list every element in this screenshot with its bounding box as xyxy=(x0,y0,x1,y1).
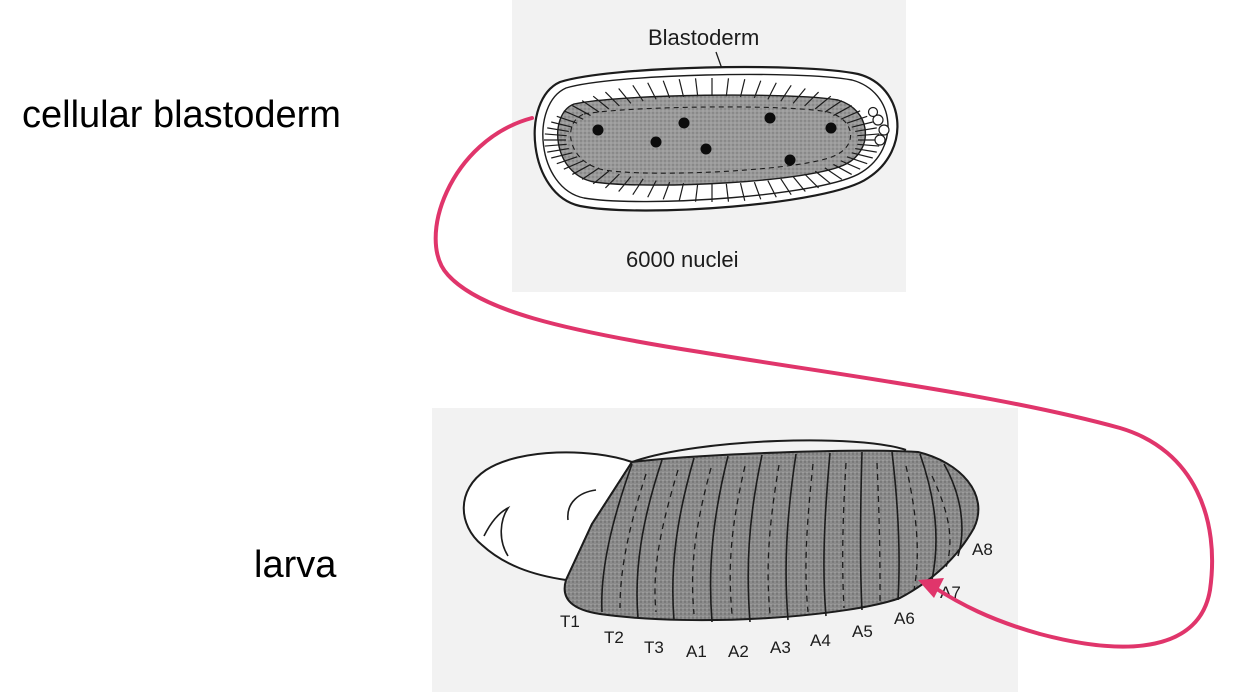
cell-wall xyxy=(824,167,843,180)
cell-wall xyxy=(739,79,746,97)
segment-midlines xyxy=(619,462,951,615)
cell-wall xyxy=(833,105,852,117)
cell-wall xyxy=(572,105,591,117)
cell-wall xyxy=(767,82,777,100)
cell-wall xyxy=(547,147,569,153)
cell-wall xyxy=(780,84,792,102)
cell-wall xyxy=(814,95,832,110)
cell-wall xyxy=(563,160,584,170)
pole-cells xyxy=(867,106,890,146)
cell-wall xyxy=(846,115,868,124)
segment-label-a7: A7 xyxy=(940,583,961,602)
segment-label-t2: T2 xyxy=(604,628,624,647)
segment-label-a1: A1 xyxy=(686,642,707,661)
cell-wall xyxy=(618,88,632,104)
cell-wall xyxy=(604,173,620,189)
cell-layer-outer xyxy=(542,73,889,203)
blastoderm-callout: Blastoderm xyxy=(648,25,759,50)
blastoderm-figure: Blastoderm 6000 nuclei xyxy=(512,0,906,292)
cell-wall xyxy=(840,110,861,120)
segment-label-a3: A3 xyxy=(770,638,791,657)
segment-label-a4: A4 xyxy=(810,631,831,650)
larva-body xyxy=(563,449,980,622)
blastoderm-caption: 6000 nuclei xyxy=(626,247,739,272)
cell-wall xyxy=(753,80,762,99)
cell-wall xyxy=(572,163,591,175)
cell-wall xyxy=(792,176,806,192)
cell-wall xyxy=(814,170,832,185)
cell-wall xyxy=(694,78,699,97)
cell-wall xyxy=(544,143,567,147)
head-fold-line xyxy=(483,505,511,557)
yolk-nuclei xyxy=(592,112,837,166)
blastoderm-cell-walls xyxy=(544,78,880,202)
cell-wall xyxy=(694,183,699,202)
cell-wall xyxy=(592,170,610,185)
cell-wall xyxy=(753,181,762,200)
segment-grooves xyxy=(600,451,963,623)
cell-wall xyxy=(767,180,777,198)
cell-wall xyxy=(833,163,852,175)
arrow-head xyxy=(918,578,944,598)
stage-label-larva: larva xyxy=(254,544,337,586)
cell-wall xyxy=(551,152,573,159)
cell-wall xyxy=(855,147,877,153)
cell-wall xyxy=(855,127,877,133)
segment-label-a8: A8 xyxy=(972,540,993,559)
cell-wall xyxy=(556,115,578,124)
cell-wall xyxy=(604,91,620,107)
larva-head xyxy=(462,451,634,582)
cell-wall xyxy=(647,180,657,198)
cell-wall xyxy=(840,160,861,170)
cell-wall xyxy=(563,110,584,120)
cell-wall xyxy=(857,143,880,147)
cell-wall xyxy=(551,121,573,128)
cell-wall xyxy=(678,79,685,97)
cell-wall xyxy=(632,178,644,196)
segment-label-t1: T1 xyxy=(560,612,580,631)
cell-wall xyxy=(581,167,600,180)
cell-wall xyxy=(662,181,671,200)
cell-wall xyxy=(647,82,657,100)
cell-wall xyxy=(857,133,880,137)
cell-wall xyxy=(592,95,610,110)
cell-wall xyxy=(846,156,868,165)
cell-wall xyxy=(581,100,600,113)
segment-label-a5: A5 xyxy=(852,622,873,641)
cell-wall xyxy=(547,127,569,133)
cell-wall xyxy=(851,121,873,128)
cell-wall xyxy=(851,152,873,159)
cell-wall xyxy=(792,88,806,104)
cell-wall xyxy=(804,173,820,189)
cell-wall xyxy=(618,176,632,192)
stage-transition-arrow xyxy=(433,116,1215,649)
cell-wall xyxy=(632,84,644,102)
head-fold-line-2 xyxy=(567,489,597,521)
cell-wall xyxy=(804,91,820,107)
cell-wall xyxy=(556,156,578,165)
segment-label-t3: T3 xyxy=(644,638,664,657)
yolk-inner-dashed xyxy=(570,106,852,174)
cell-wall xyxy=(725,78,730,97)
cell-wall xyxy=(678,183,685,201)
yolk-mass xyxy=(557,94,867,186)
segment-label-a2: A2 xyxy=(728,642,749,661)
cell-wall xyxy=(824,100,843,113)
larva-dorsal-outline xyxy=(631,439,907,463)
stage-label-cellular-blastoderm: cellular blastoderm xyxy=(22,94,341,136)
cell-wall xyxy=(780,178,792,196)
cell-wall xyxy=(544,133,567,137)
segment-label-a6: A6 xyxy=(894,609,915,628)
cell-wall xyxy=(662,80,671,99)
cell-wall xyxy=(739,183,746,201)
cell-wall xyxy=(725,183,730,202)
arrow-path xyxy=(433,116,1215,649)
